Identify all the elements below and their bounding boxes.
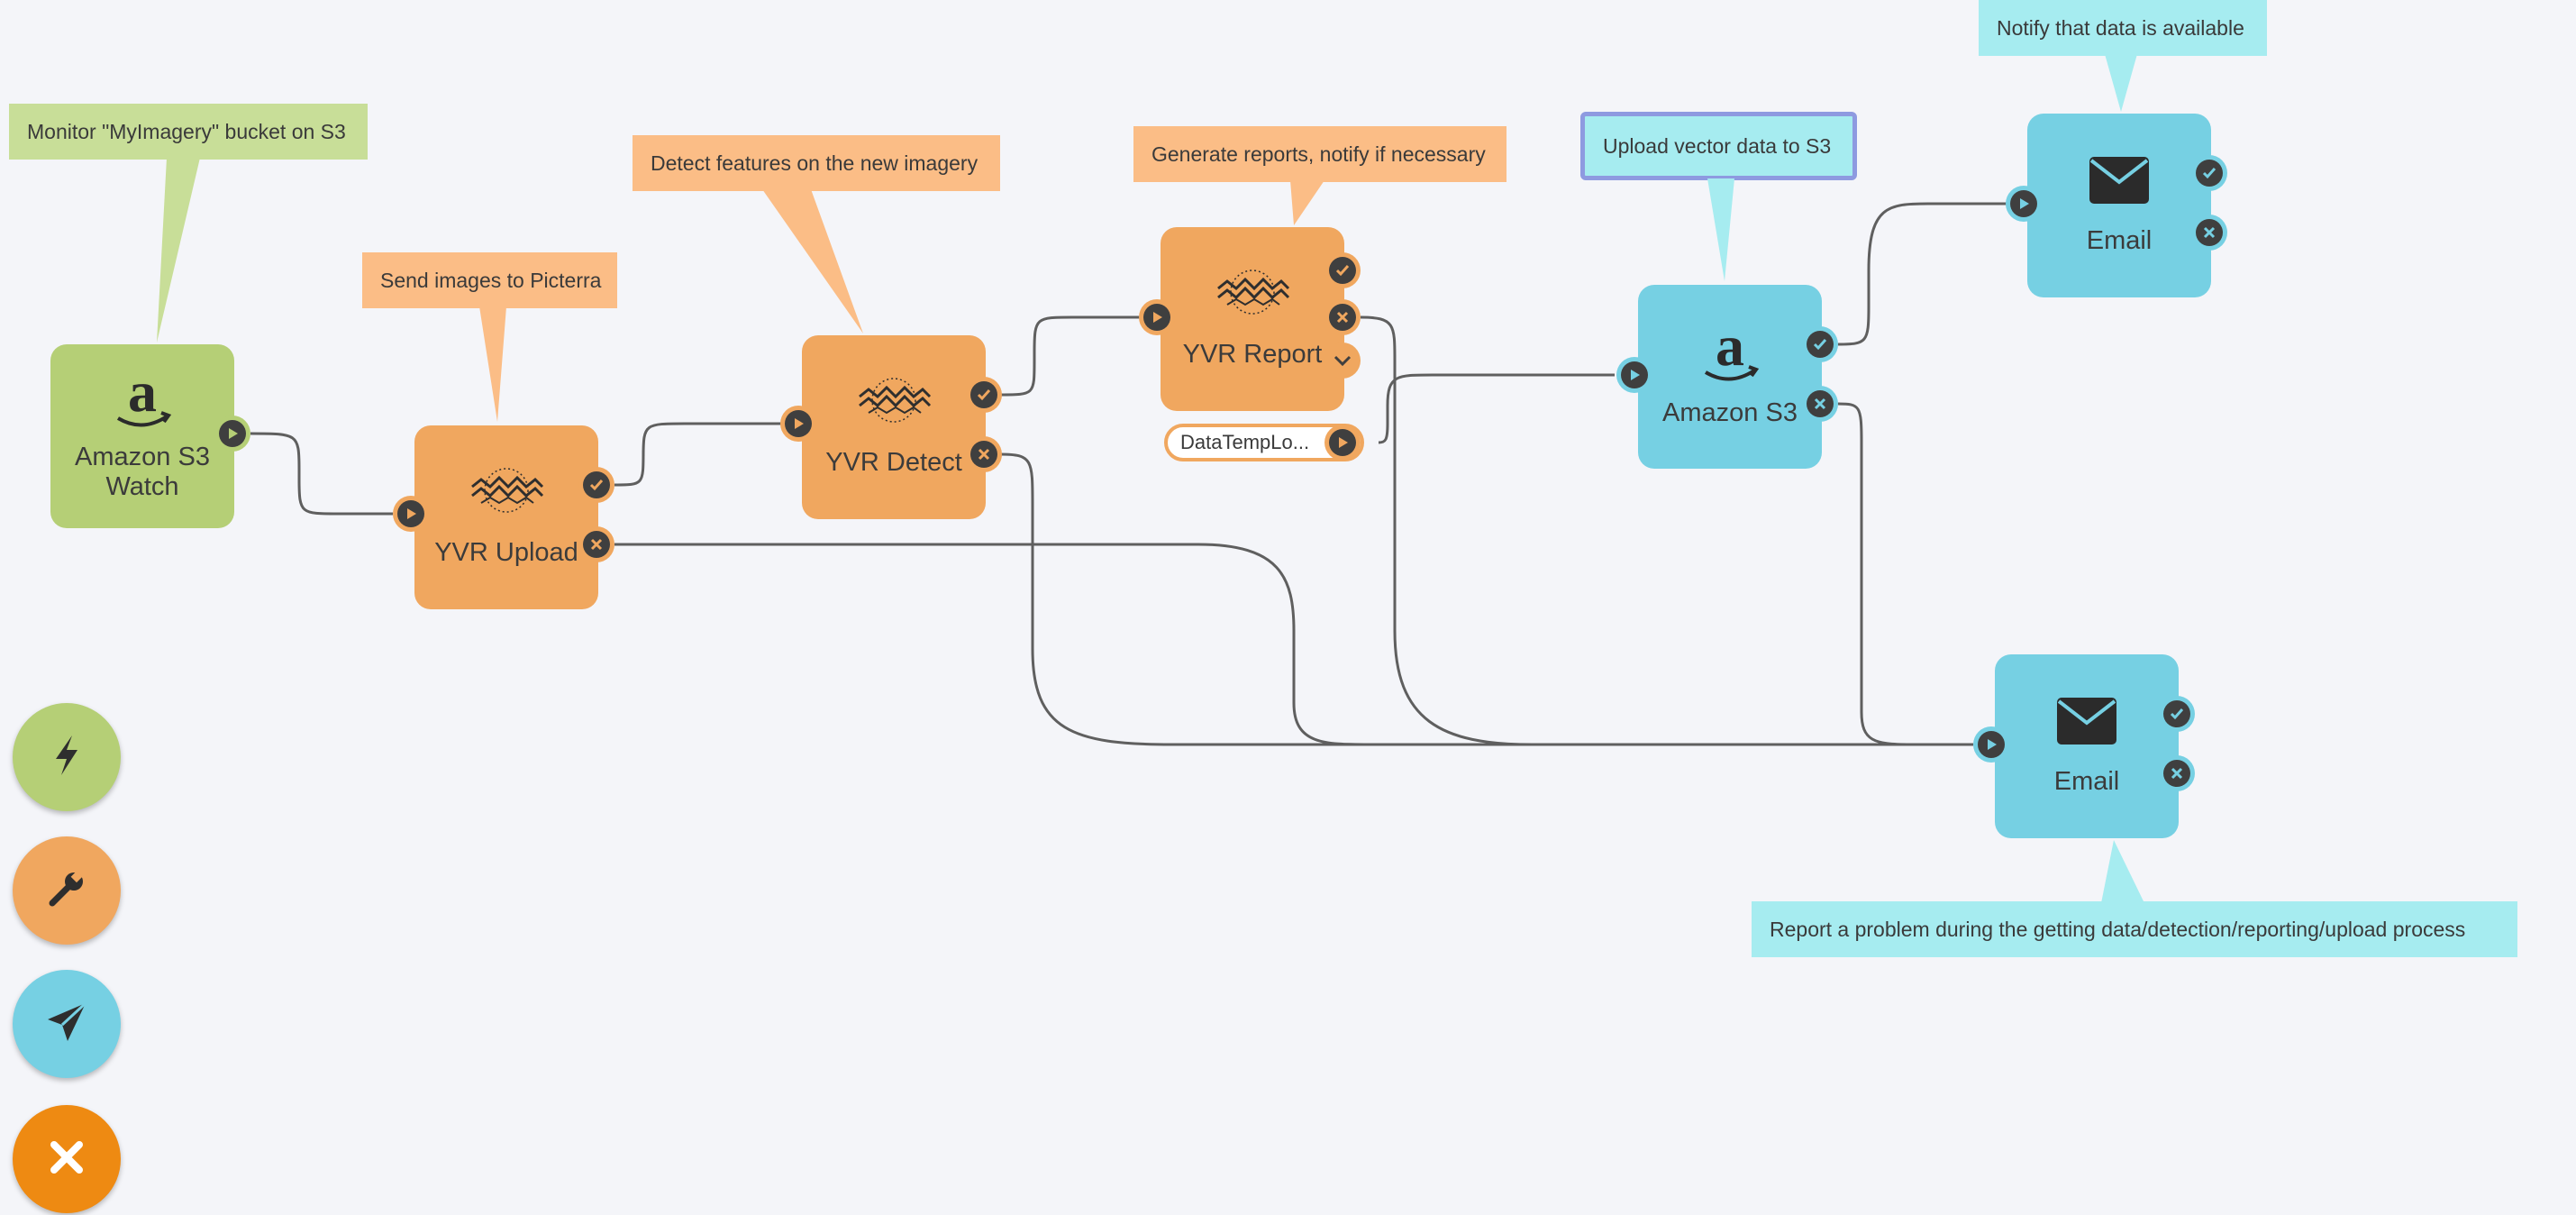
amazon-logo-icon: a [1698,314,1761,393]
node-label: Amazon S3 Watch [75,442,210,501]
triggers-button[interactable] [13,703,121,811]
port-watch-run[interactable] [214,416,250,452]
node-label: YVR Detect [825,448,962,477]
svg-text:a: a [1716,325,1744,378]
wire-detect-to-report[interactable] [999,315,1142,397]
port-detect-run[interactable] [780,406,816,442]
node-label: Email [2086,226,2153,255]
node-email-top[interactable]: Email [2027,114,2211,297]
picterra-logo-icon [1215,269,1290,320]
param-label: DataTempLo... [1180,431,1310,453]
close-toolbar-button[interactable] [13,1105,121,1213]
node-amazon-s3-watch[interactable]: a Amazon S3 Watch [50,344,234,528]
close-icon [47,1137,86,1182]
port-report-failure[interactable] [1324,299,1361,335]
paper-plane-icon [44,1000,89,1049]
note-send-images[interactable]: Send images to Picterra [362,252,617,308]
amazon-logo-icon: a [111,360,174,439]
port-email-top-failure[interactable] [2191,215,2227,251]
node-label: Email [2053,767,2120,796]
port-report-success[interactable] [1324,252,1361,288]
port-email-top-run[interactable] [2006,186,2042,222]
port-email-bottom-failure[interactable] [2159,755,2195,791]
envelope-icon [2055,696,2118,751]
port-upload-failure[interactable] [578,526,614,562]
node-yvr-detect[interactable]: YVR Detect [802,335,986,519]
port-email-bottom-success[interactable] [2159,696,2195,732]
wire-watch-to-upload[interactable] [250,432,393,516]
picterra-logo-icon [469,467,544,518]
node-label: YVR Report [1182,340,1323,369]
port-detect-success[interactable] [966,377,1002,413]
port-email-bottom-run[interactable] [1973,726,2009,763]
note-detect[interactable]: Detect features on the new imagery [633,135,1000,191]
wire-upload-fail-to-email[interactable] [614,543,1973,746]
node-label: YVR Upload [434,538,578,567]
note-monitor[interactable]: Monitor "MyImagery" bucket on S3 [9,104,368,160]
wire-detect-fail-to-email[interactable] [999,452,1973,746]
node-email-bottom[interactable]: Email [1995,654,2179,838]
node-amazon-s3[interactable]: a Amazon S3 [1638,285,1822,469]
tools-button[interactable] [13,836,121,945]
note-report-problem[interactable]: Report a problem during the getting data… [1752,901,2517,957]
wire-s3-fail-to-email[interactable] [1837,402,1973,746]
picterra-logo-icon [856,377,932,428]
wire-report-fail-to-email[interactable] [1360,315,1973,746]
wire-param-to-s3[interactable] [1378,373,1615,444]
note-upload-vector[interactable]: Upload vector data to S3 [1580,112,1857,180]
wire-s3-success-to-email[interactable] [1837,202,2007,346]
port-s3-run[interactable] [1616,357,1652,393]
note-notify[interactable]: Notify that data is available [1979,0,2267,56]
note-generate[interactable]: Generate reports, notify if necessary [1133,126,1506,182]
port-detect-failure[interactable] [966,436,1002,472]
port-email-top-success[interactable] [2191,155,2227,191]
node-yvr-report[interactable]: YVR Report [1161,227,1344,411]
chevron-down-icon[interactable] [1324,343,1361,379]
port-s3-success[interactable] [1802,326,1838,362]
wire-upload-to-detect[interactable] [614,422,782,487]
port-report-run[interactable] [1139,299,1175,335]
wrench-icon [45,867,88,915]
port-s3-failure[interactable] [1802,386,1838,422]
svg-text:a: a [128,371,157,424]
port-upload-success[interactable] [578,467,614,503]
node-yvr-upload[interactable]: YVR Upload [414,425,598,609]
envelope-icon [2088,155,2151,210]
port-param-output[interactable] [1324,425,1361,461]
lightning-icon [49,734,85,781]
node-label: Amazon S3 [1662,398,1798,427]
actions-button[interactable] [13,970,121,1078]
port-upload-run[interactable] [393,496,429,532]
